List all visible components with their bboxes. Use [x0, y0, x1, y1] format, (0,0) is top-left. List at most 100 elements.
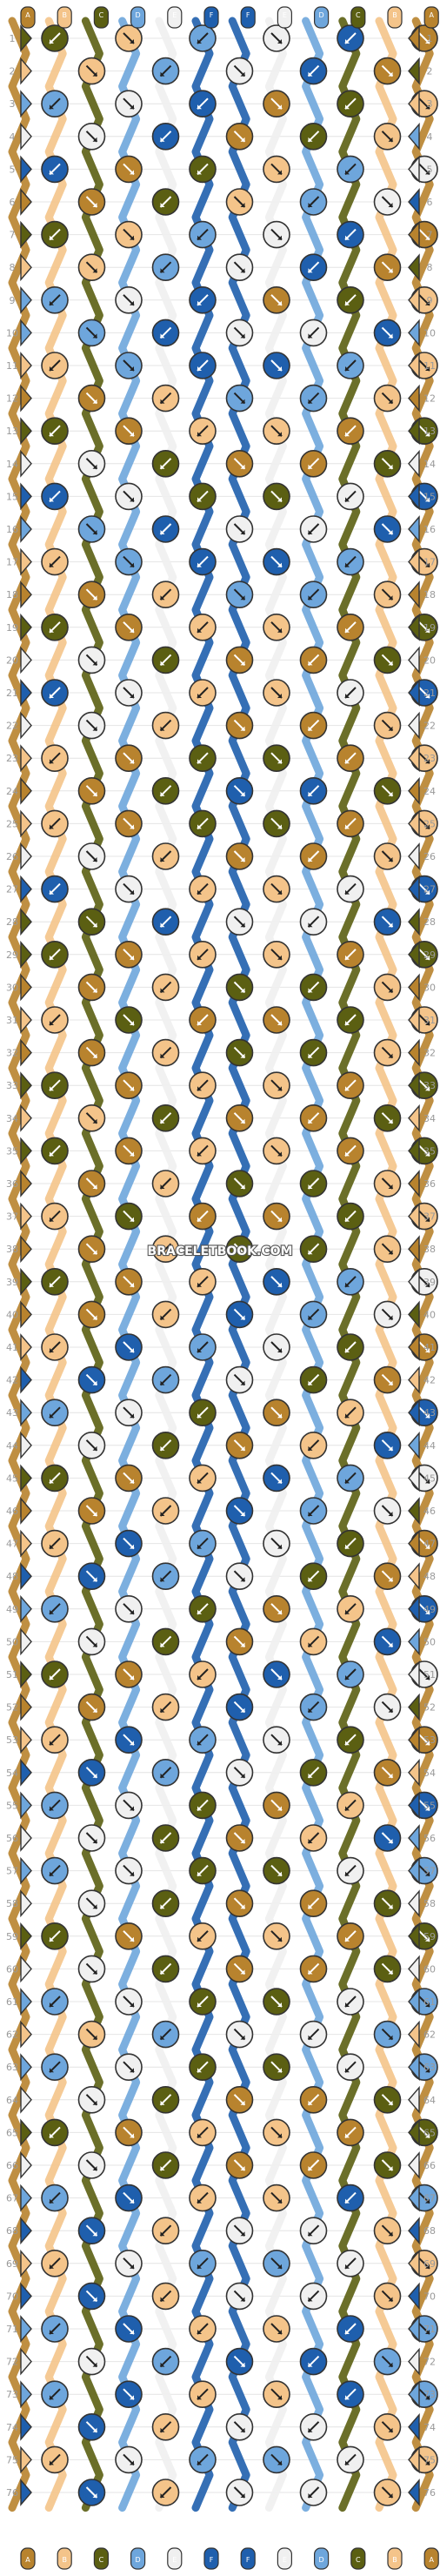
knot-arrowhead — [277, 1479, 282, 1484]
knot-arrowhead — [277, 2133, 282, 2138]
edge-knot-right — [408, 90, 420, 118]
knot-arrowhead — [388, 988, 393, 993]
knot-arrowhead — [240, 1773, 245, 1778]
knot-arrowhead — [50, 432, 54, 437]
strand-end-tab — [350, 2547, 366, 2570]
edge-knot-left — [20, 1988, 32, 2016]
knot-arrowhead — [308, 595, 313, 600]
row-number-left: 31 — [6, 1015, 18, 1026]
edge-knot-right — [408, 1988, 420, 2016]
row-number-left: 11 — [6, 360, 18, 372]
edge-knot-right — [408, 285, 420, 314]
knot-arrowhead — [308, 530, 313, 534]
knot-arrowhead — [345, 562, 350, 567]
row-number-left: 48 — [6, 1571, 18, 1582]
knot-arrowhead — [388, 1773, 393, 1778]
knot-arrowhead — [240, 2035, 245, 2040]
row-number-left: 16 — [6, 524, 18, 535]
knot-arrowhead — [425, 1806, 430, 1811]
edge-knot-left — [20, 1922, 32, 1950]
knot-arrowhead — [130, 1151, 134, 1157]
edge-knot-right — [408, 2085, 420, 2114]
knot-arrowhead — [345, 2002, 350, 2007]
row-number-right: 33 — [423, 1080, 436, 1091]
row-number-right: 54 — [423, 1768, 436, 1779]
edge-knot-right — [408, 57, 420, 85]
knot-arrowhead — [160, 661, 165, 666]
knot-arrowhead — [130, 1741, 134, 1746]
knot-arrowhead — [50, 170, 54, 175]
edge-knot-right — [408, 1137, 420, 1165]
edge-knot-left — [20, 285, 32, 314]
row-number-right: 65 — [423, 2127, 436, 2138]
knot-arrowhead — [277, 1282, 282, 1287]
edge-knot-right — [408, 776, 420, 805]
edge-knot-right — [408, 1431, 420, 1459]
row-number-left: 21 — [6, 688, 18, 699]
strand-end-letter: E — [283, 2556, 287, 2564]
knot-arrowhead — [308, 1512, 313, 1516]
knot-arrowhead — [425, 627, 430, 633]
knot-arrowhead — [130, 170, 134, 175]
edge-knot-right — [408, 1529, 420, 1558]
knot-arrowhead — [160, 1577, 165, 1582]
edge-knot-right — [408, 188, 420, 216]
row-number-right: 14 — [423, 459, 436, 470]
row-number-left: 33 — [6, 1080, 18, 1091]
row-number-right: 15 — [423, 491, 436, 502]
knot-arrowhead — [308, 2297, 313, 2302]
knot-arrowhead — [277, 235, 282, 240]
edge-knot-left — [20, 2282, 32, 2311]
knot-arrowhead — [425, 1086, 430, 1091]
knot-arrowhead — [92, 1380, 97, 1385]
row-number-left: 53 — [6, 1734, 18, 1746]
knot-arrowhead — [160, 1512, 165, 1516]
row-number-right: 35 — [423, 1145, 436, 1157]
row-number-left: 72 — [6, 2357, 18, 2368]
row-number-right: 9 — [427, 295, 433, 306]
knot-arrowhead — [425, 2068, 430, 2073]
edge-knot-right — [408, 1267, 420, 1296]
edge-knot-left — [20, 1693, 32, 1721]
strand-start-letter: D — [319, 11, 324, 19]
edge-knot-right — [408, 1726, 420, 1754]
knot-arrowhead — [425, 1675, 430, 1680]
row-number-left: 3 — [10, 98, 16, 110]
knot-arrowhead — [130, 1479, 134, 1484]
edge-knot-left — [20, 580, 32, 609]
edge-knot-left — [20, 1006, 32, 1034]
knot-arrowhead — [388, 922, 393, 928]
knot-arrowhead — [240, 988, 245, 993]
knot-arrowhead — [277, 1086, 282, 1091]
row-number-left: 75 — [6, 2454, 18, 2465]
knot-arrowhead — [197, 694, 202, 698]
row-number-left: 28 — [6, 916, 18, 928]
row-number-left: 59 — [6, 1931, 18, 1942]
knot-arrowhead — [345, 759, 350, 764]
row-number-right: 53 — [423, 1734, 436, 1746]
knot-arrowhead — [160, 530, 165, 534]
knot-arrowhead — [50, 2068, 54, 2073]
knot-arrowhead — [388, 2427, 393, 2432]
knot-arrowhead — [240, 2297, 245, 2302]
row-number-right: 74 — [423, 2422, 436, 2433]
edge-knot-right — [408, 2380, 420, 2409]
knot-arrowhead — [160, 857, 165, 862]
knot-arrowhead — [277, 627, 282, 633]
knot-arrowhead — [240, 2493, 245, 2498]
knot-arrowhead — [197, 2002, 202, 2007]
knot-arrowhead — [197, 1151, 202, 1157]
knot-arrowhead — [425, 1151, 430, 1157]
row-number-right: 40 — [423, 1309, 436, 1320]
edge-knot-left — [20, 253, 32, 282]
knot-arrowhead — [345, 300, 350, 305]
knot-arrowhead — [92, 530, 97, 534]
knot-arrowhead — [197, 2133, 202, 2138]
knot-arrowhead — [50, 2460, 54, 2465]
edge-knot-left — [20, 2217, 32, 2245]
knot-arrowhead — [160, 2493, 165, 2498]
strand-start-tab — [423, 6, 439, 29]
edge-knot-left — [20, 1038, 32, 1067]
edge-knot-right — [408, 1235, 420, 1264]
